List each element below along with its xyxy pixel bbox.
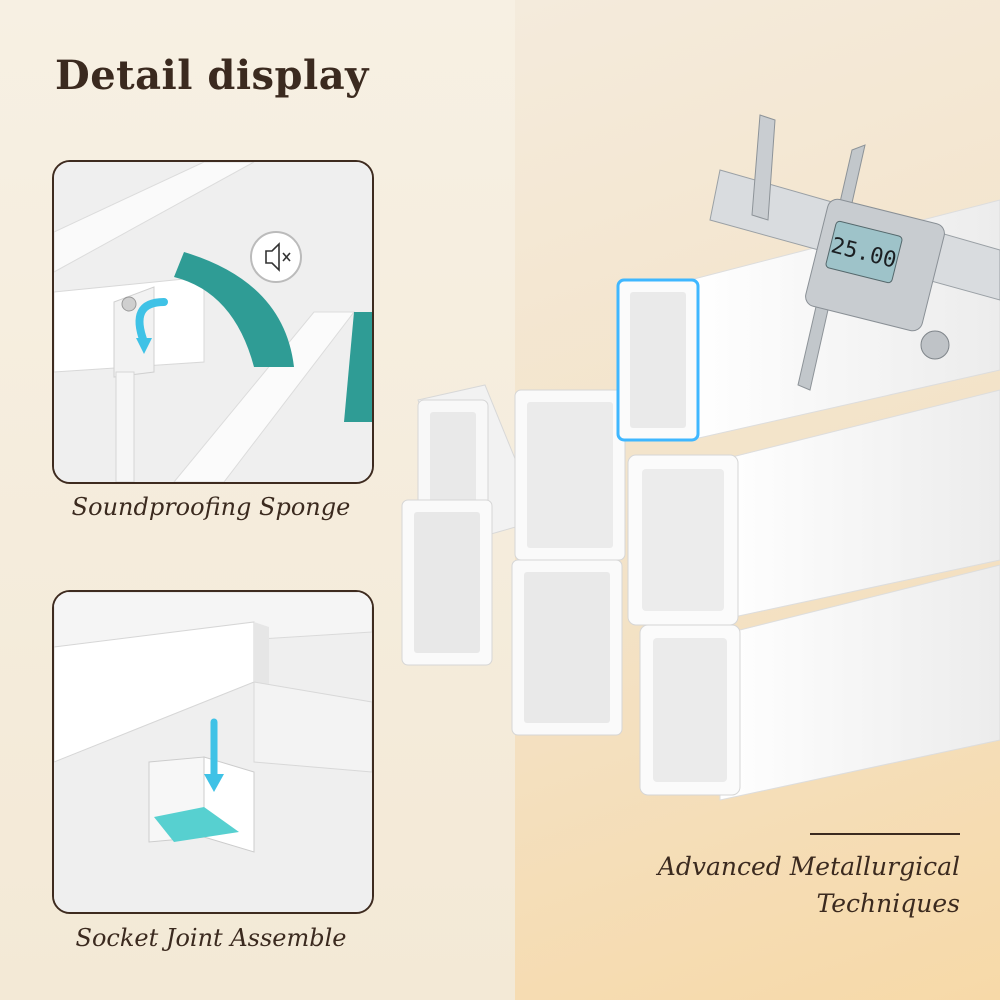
soundproofing-detail-panel (52, 160, 374, 484)
digital-caliper: 25.00 (709, 114, 1000, 391)
feature-divider (810, 833, 960, 835)
socket-joint-illustration (54, 592, 372, 912)
square-tubes-with-caliper: 25.00 (401, 114, 1000, 801)
tube-back-mid (514, 389, 626, 561)
tube-back-left (417, 384, 541, 541)
tube-bottom-mid (511, 559, 623, 736)
tube-bottom-right (639, 564, 1000, 801)
feature-line-1: Advanced Metallurgical (657, 852, 960, 881)
page-title: Detail display (55, 52, 369, 99)
panel-caption-soundproofing: Soundproofing Sponge (71, 493, 351, 521)
feature-callout: Advanced Metallurgical Techniques (658, 848, 960, 922)
soundproofing-illustration (54, 162, 372, 482)
feature-line-2: Techniques (816, 889, 960, 918)
panel-caption-socket-joint: Socket Joint Assemble (75, 924, 347, 952)
mute-speaker-icon (250, 231, 302, 283)
socket-joint-detail-panel (52, 590, 374, 914)
tube-mid-left (401, 499, 493, 666)
down-arrow-icon (204, 774, 224, 792)
tube-large-right (627, 389, 1000, 626)
